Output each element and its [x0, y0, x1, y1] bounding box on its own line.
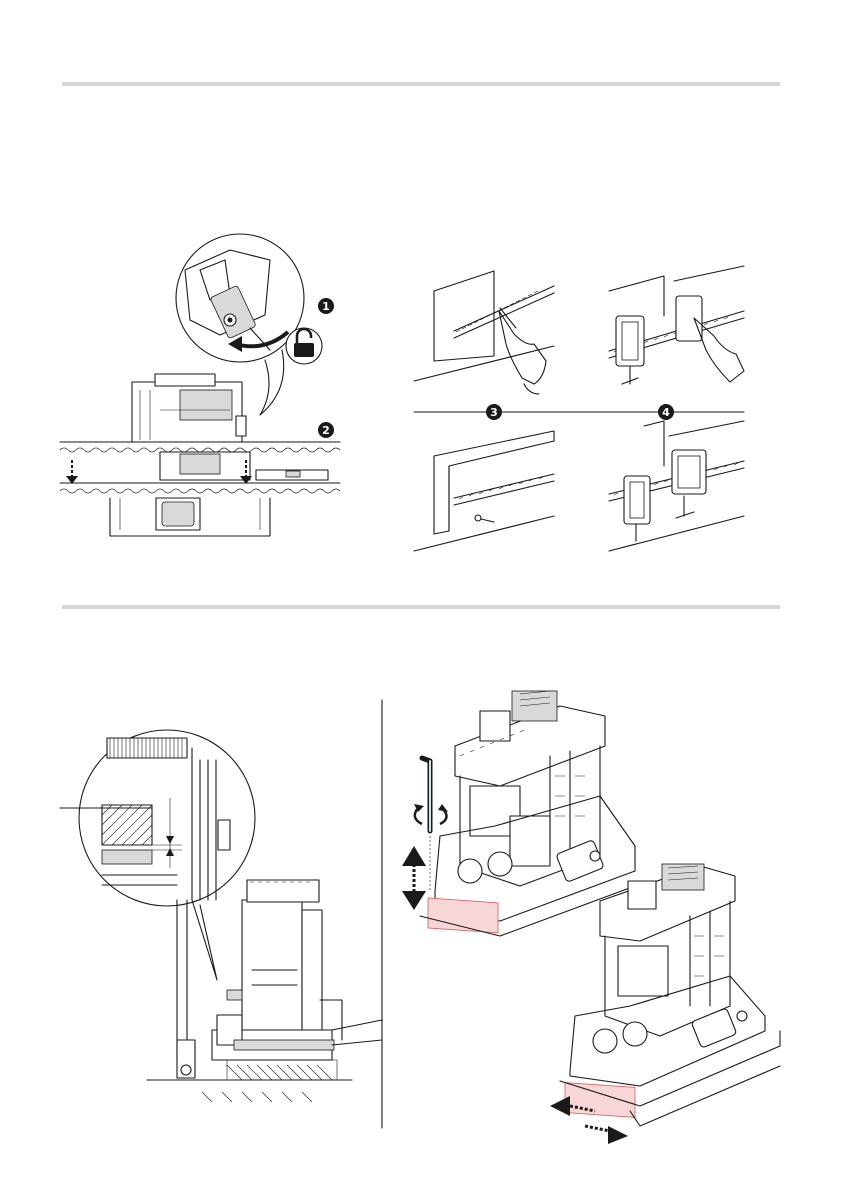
step-2-number: 2: [322, 424, 330, 437]
figure-rack-fixing: 3 4: [414, 266, 744, 556]
step-3-number: 3: [490, 406, 498, 419]
step-3-badge: 3: [486, 404, 502, 420]
step-1-badge: 1: [318, 298, 334, 314]
allen-key-icon: [422, 758, 430, 891]
panel-rack-clamp-right: [609, 421, 744, 551]
top-divider: [62, 82, 780, 86]
motor-unit-drawing: [132, 374, 246, 442]
panel-rack-weld-clamp-left: [414, 271, 554, 394]
figure-rack-clearance: [52, 700, 387, 1130]
rack-teeth: [107, 738, 187, 758]
middle-divider: [62, 605, 780, 609]
step-1-number: 1: [322, 300, 330, 313]
lower-base: [560, 976, 780, 1126]
step-4-badge: 4: [658, 404, 674, 420]
down-arrow-left-icon: [66, 460, 78, 484]
motor-side-view: [212, 880, 342, 1060]
motor-unit-lower: [600, 864, 735, 1036]
step-2-badge: 2: [318, 422, 334, 438]
base-plate-drawing: [110, 498, 270, 536]
figure-height-adjust: [400, 686, 790, 1140]
panel-rack-screw-left: [414, 431, 554, 551]
figure-unlock-and-level: 1 2: [60, 240, 350, 550]
step-4-number: 4: [662, 406, 670, 419]
panel-rack-weld-clamp-right: [609, 266, 744, 384]
unlocked-padlock-icon: [286, 328, 322, 364]
spirit-level-icon: [256, 470, 328, 480]
vertical-adjust-arrow-icon: [402, 846, 426, 910]
